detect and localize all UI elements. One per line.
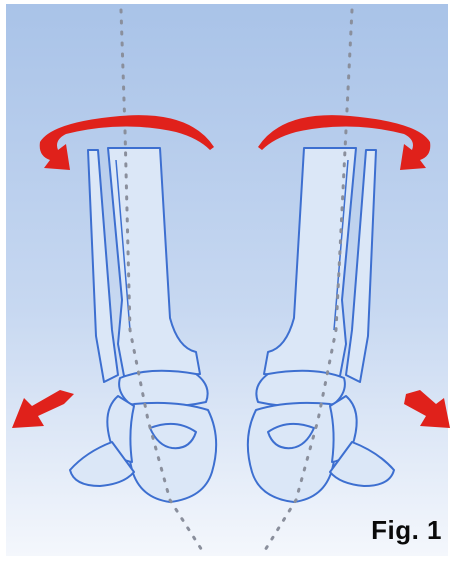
left-talus xyxy=(119,371,208,407)
right-talus xyxy=(256,371,345,407)
figure-label: Fig. 1 xyxy=(371,515,442,546)
right-calcaneus xyxy=(248,403,336,502)
left-calcaneus xyxy=(128,403,216,502)
